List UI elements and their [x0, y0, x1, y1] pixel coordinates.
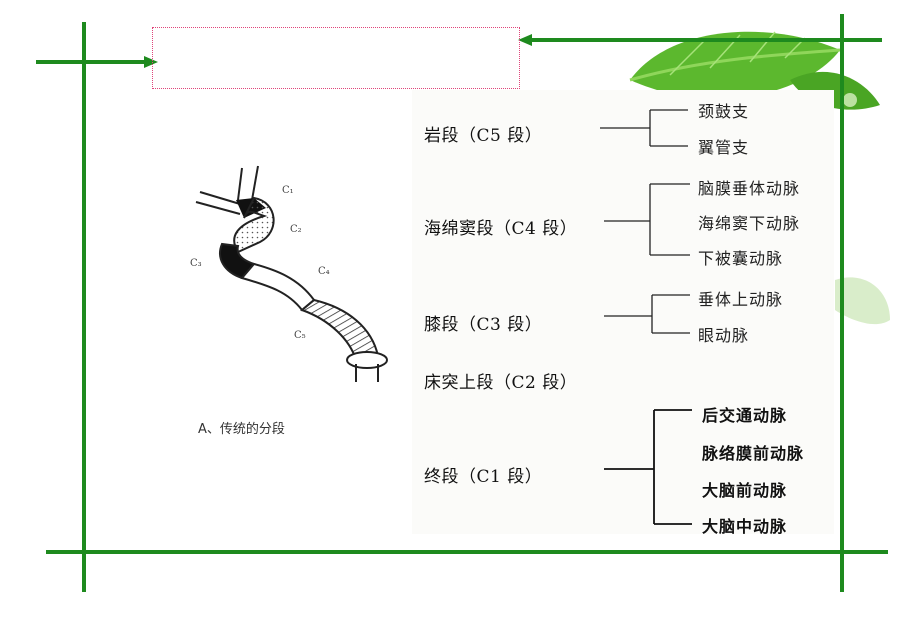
frame-left-vertical [82, 22, 86, 592]
vessel-label-c1: C₁ [282, 185, 294, 196]
branch-label: 垂体上动脉 [698, 290, 784, 309]
segment-label-c4: 海绵窦段（C4 段） [424, 219, 578, 239]
vessel-label-c3: C₃ [190, 258, 202, 269]
vessel-label-c5: C₅ [294, 330, 306, 341]
segment-label-c1: 终段（C1 段） [424, 467, 543, 487]
branch-label: 翼管支 [698, 138, 750, 157]
arrow-left-into-title [36, 56, 158, 68]
branch-label: 海绵窦下动脉 [698, 214, 801, 233]
frame-right-vertical [840, 14, 844, 592]
leaf-decoration-lower [835, 277, 890, 325]
title-placeholder-box[interactable] [152, 27, 520, 89]
branch-label: 大脑中动脉 [702, 517, 788, 536]
figure-caption: A、传统的分段 [198, 422, 285, 437]
segment-label-c2: 床突上段（C2 段） [424, 373, 578, 393]
carotid-artery-illustration [195, 165, 388, 382]
vessel-label-c4: C₄ [318, 266, 330, 277]
frame-bottom-horizontal [46, 550, 888, 554]
branch-label: 颈鼓支 [698, 102, 750, 121]
segment-label-c3: 膝段（C3 段） [424, 315, 543, 335]
branch-label: 大脑前动脉 [702, 481, 788, 500]
vessel-label-c2: C₂ [290, 224, 302, 235]
scanned-figure-area [412, 90, 834, 534]
arrow-right-into-title [518, 34, 882, 46]
branch-label: 下被囊动脉 [698, 249, 784, 268]
branch-label: 脑膜垂体动脉 [698, 179, 801, 198]
leaf-decoration [629, 31, 880, 110]
branch-label: 脉络膜前动脉 [702, 444, 805, 463]
branch-label: 后交通动脉 [702, 406, 788, 425]
branch-label: 眼动脉 [698, 326, 750, 345]
segment-label-c5: 岩段（C5 段） [424, 126, 543, 146]
